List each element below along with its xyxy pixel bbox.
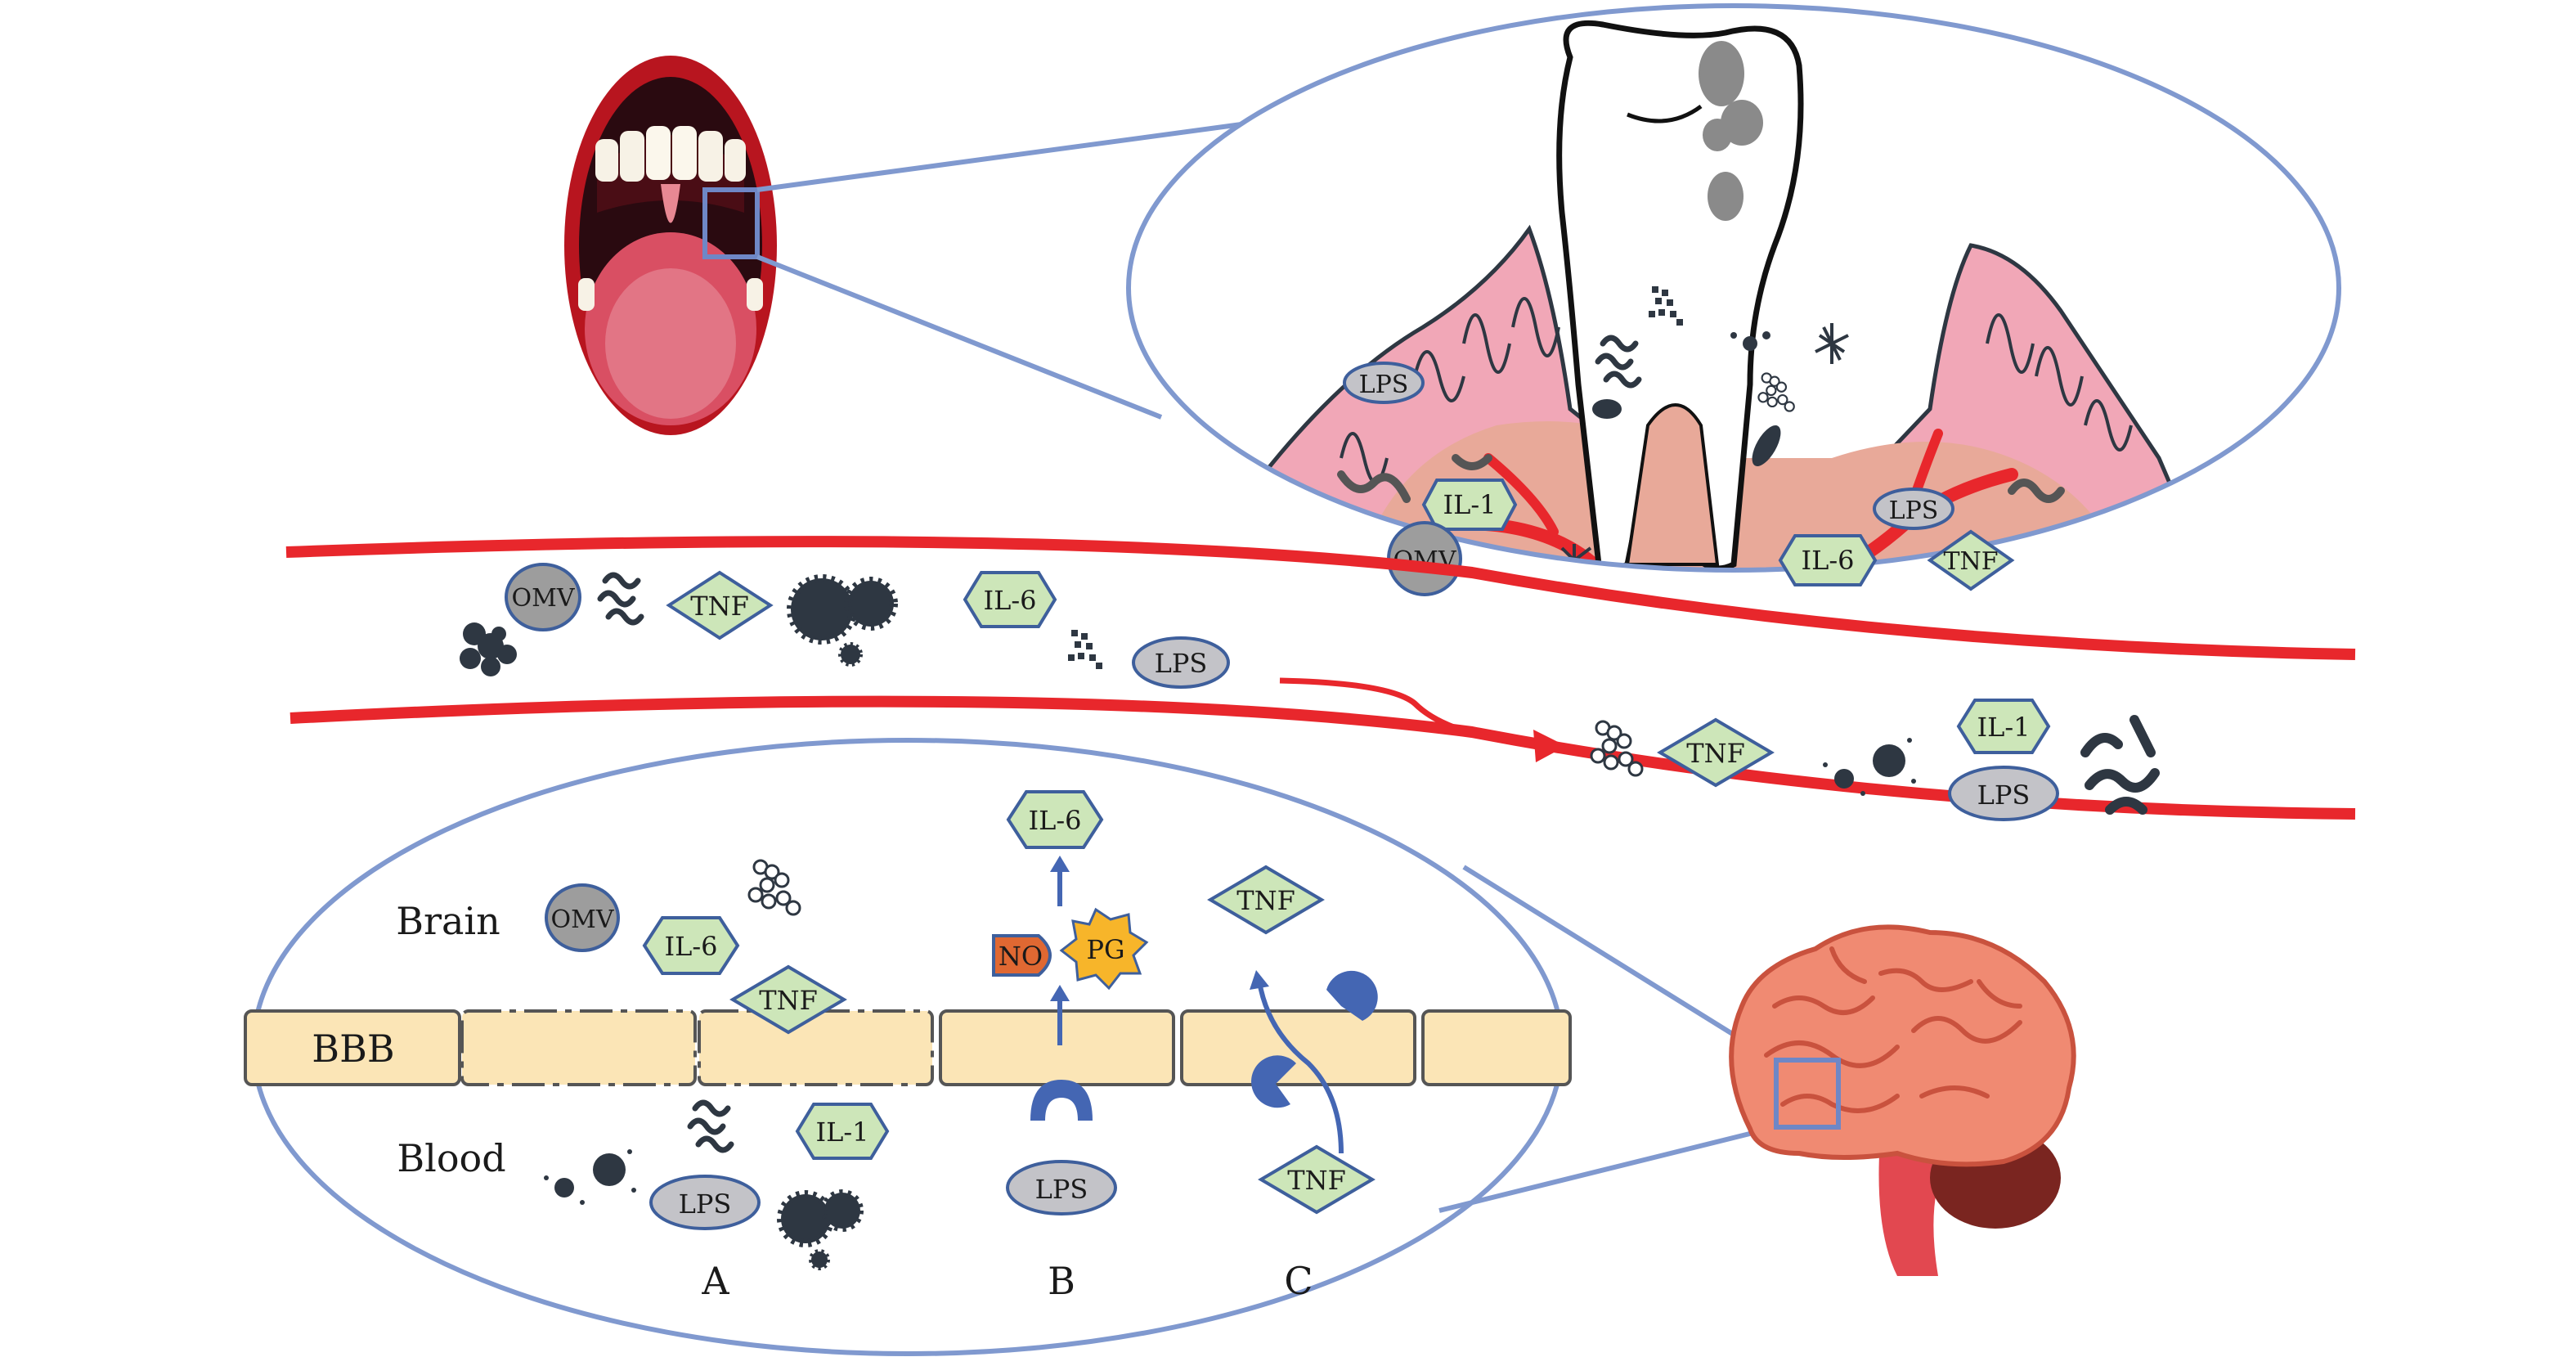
- transport-arrow: [1257, 981, 1344, 1154]
- coccus-pair-icon: [1823, 738, 1916, 796]
- svg-text:LPS: LPS: [679, 1189, 732, 1220]
- lps-marker: LPS: [649, 1175, 761, 1230]
- omv-marker: OMV: [505, 563, 581, 631]
- tnf-transporter-icon: [1251, 1055, 1296, 1108]
- blood-vessel: OMV TNF IL-6 LPS TNF: [285, 536, 2356, 821]
- svg-text:TNF: TNF: [690, 591, 749, 622]
- svg-text:LPS: LPS: [1155, 648, 1208, 679]
- omv-marker: OMV: [1387, 521, 1462, 596]
- spiky-bacterium-icon: [777, 1189, 864, 1270]
- lps-marker: LPS: [1873, 488, 1954, 530]
- svg-text:LPS: LPS: [1977, 780, 2031, 811]
- svg-text:IL-1: IL-1: [1443, 489, 1496, 520]
- tnf-marker: TNF: [729, 964, 847, 1035]
- brain-illustration: [1729, 924, 2076, 1276]
- omv-marker: OMV: [545, 883, 620, 952]
- pathway-c-label: C: [1284, 1259, 1313, 1303]
- svg-text:PG: PG: [1086, 934, 1124, 965]
- svg-text:IL-6: IL-6: [1028, 805, 1081, 836]
- svg-text:NO: NO: [999, 941, 1043, 972]
- svg-text:IL-6: IL-6: [664, 931, 717, 962]
- zoom-region-box: [1774, 1058, 1841, 1130]
- flow-arrow: [1279, 677, 1538, 748]
- pathway-b-label: B: [1048, 1259, 1075, 1303]
- bacteria-rods-icon: [600, 575, 641, 622]
- svg-text:LPS: LPS: [1889, 497, 1939, 525]
- tnf-transporter-icon: [1326, 970, 1378, 1021]
- tnf-marker: TNF: [1657, 717, 1775, 788]
- coccus-pair-icon: [544, 1149, 636, 1205]
- svg-text:IL-6: IL-6: [983, 585, 1036, 616]
- bbb-cell-layer: BBB: [244, 1009, 1572, 1086]
- lps-marker: LPS: [1343, 362, 1425, 404]
- svg-text:IL-1: IL-1: [815, 1117, 868, 1148]
- svg-text:TNF: TNF: [1943, 547, 1998, 576]
- bacteria-clump-icon: [460, 622, 517, 676]
- lps-receptor-icon: [1030, 1080, 1093, 1121]
- blood-brain-barrier-zoom-ellipse: BBB Brain Blood OMV IL-6 TNF IL-1: [244, 738, 1572, 1356]
- il6-marker: IL-6: [1778, 534, 1878, 586]
- tnf-marker: TNF: [666, 570, 774, 640]
- il6-marker: IL-6: [1006, 790, 1104, 849]
- pathway-a-label: A: [701, 1259, 729, 1303]
- lps-marker: LPS: [1006, 1160, 1117, 1215]
- spiky-bacterium-icon: [787, 574, 898, 667]
- il1-marker: IL-1: [1421, 479, 1518, 531]
- pg-marker: PG: [1059, 907, 1149, 991]
- callout-line-bottom: [1438, 1125, 1777, 1213]
- svg-text:OMV: OMV: [512, 584, 576, 613]
- il1-marker: IL-1: [1956, 699, 2051, 754]
- lps-marker: LPS: [1132, 636, 1230, 689]
- no-marker: NO: [992, 934, 1052, 977]
- open-mouth-illustration: [564, 56, 777, 435]
- bbb-label: BBB: [312, 1027, 394, 1071]
- callout-line-top: [756, 122, 1242, 192]
- svg-text:TNF: TNF: [759, 985, 818, 1016]
- svg-text:LPS: LPS: [1035, 1174, 1088, 1205]
- svg-text:OMV: OMV: [551, 905, 615, 934]
- tnf-marker: TNF: [1927, 529, 2015, 591]
- svg-text:TNF: TNF: [1236, 885, 1295, 916]
- il1-marker: IL-1: [795, 1103, 890, 1160]
- svg-text:TNF: TNF: [1686, 738, 1745, 769]
- svg-text:IL-6: IL-6: [1801, 545, 1854, 576]
- tnf-marker: TNF: [1258, 1144, 1376, 1215]
- il6-marker: IL-6: [963, 571, 1057, 628]
- bacteria-rods-icon: [2080, 715, 2160, 815]
- svg-text:TNF: TNF: [1287, 1165, 1346, 1196]
- il6-marker: IL-6: [642, 916, 740, 975]
- callout-line-top: [1462, 865, 1776, 1063]
- blood-label: Blood: [397, 1136, 505, 1180]
- tooth-gum-zoom-ellipse: LPS IL-1 OMV LPS IL-6 TNF: [1126, 3, 2341, 596]
- brain-label: Brain: [396, 899, 500, 943]
- callout-line-bottom: [756, 254, 1163, 420]
- bacteria-cocci-icon: [1068, 630, 1102, 669]
- bacteria-chain-icon: [1590, 720, 1644, 777]
- tnf-marker: TNF: [1207, 865, 1325, 935]
- lps-marker: LPS: [1948, 766, 2059, 821]
- svg-text:IL-1: IL-1: [1977, 712, 2030, 743]
- svg-text:LPS: LPS: [1359, 371, 1409, 399]
- upper-teeth: [595, 126, 746, 182]
